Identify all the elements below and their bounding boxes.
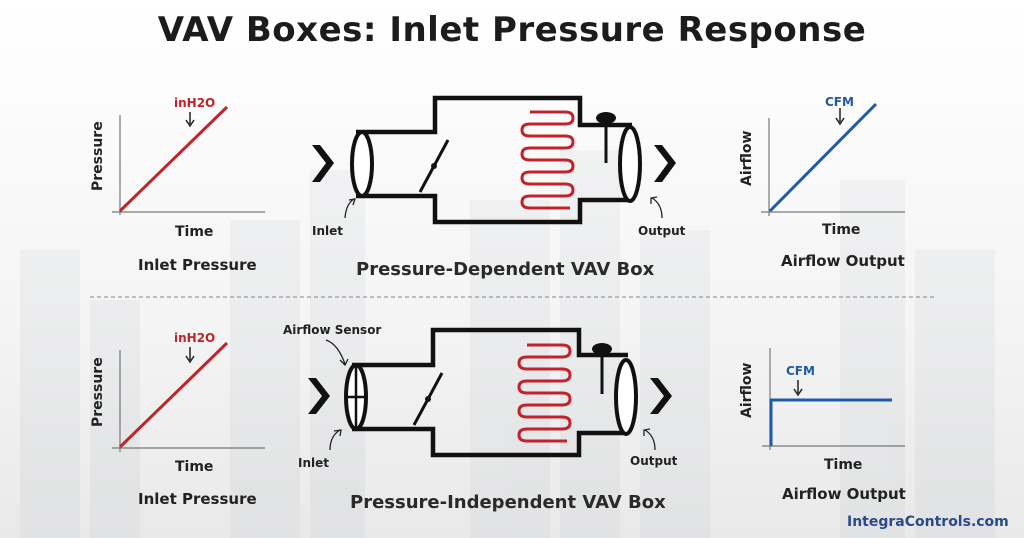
top-pressure-graph bbox=[112, 105, 265, 215]
inlet-pointer-icon bbox=[344, 198, 356, 219]
bottom-airflow-graph bbox=[762, 348, 905, 450]
time-axis-label: Time bbox=[175, 224, 214, 240]
output-label: Output bbox=[630, 454, 678, 468]
airflow-sensor-label: Airflow Sensor bbox=[283, 323, 382, 337]
outlet-collar bbox=[618, 125, 642, 203]
airflow-unit-label: CFM bbox=[825, 95, 854, 109]
arrow-down-icon bbox=[835, 108, 845, 126]
sensor-pointer-icon bbox=[325, 339, 349, 367]
output-pointer-icon bbox=[643, 428, 656, 451]
pressure-unit-label: inH2O bbox=[174, 331, 216, 345]
airflow-unit-label: CFM bbox=[786, 364, 815, 378]
actuator-icon bbox=[592, 343, 612, 355]
bottom-vav-box bbox=[308, 327, 672, 458]
airflow-axis-label: Airflow bbox=[739, 130, 755, 186]
brand-link[interactable]: IntegraControls.com bbox=[847, 514, 1009, 530]
outlet-chevron-icon bbox=[650, 378, 672, 414]
time-axis-label: Time bbox=[822, 222, 861, 238]
duct-body bbox=[352, 327, 628, 458]
pressure-independent-caption: Pressure-Independent VAV Box bbox=[350, 492, 666, 513]
time-axis-label: Time bbox=[175, 459, 214, 475]
pressure-line bbox=[118, 105, 229, 213]
airflow-output-caption: Airflow Output bbox=[782, 485, 906, 503]
airflow-line bbox=[769, 398, 892, 446]
arrow-down-icon bbox=[185, 112, 195, 128]
time-axis-label: Time bbox=[824, 457, 863, 473]
inlet-label: Inlet bbox=[298, 456, 329, 470]
arrow-down-icon bbox=[793, 380, 803, 397]
reheat-coil bbox=[517, 343, 572, 443]
arrow-down-icon bbox=[185, 347, 195, 364]
inlet-label: Inlet bbox=[312, 224, 343, 238]
output-pointer-icon bbox=[650, 196, 663, 219]
background-skyline bbox=[20, 150, 995, 538]
inlet-pressure-caption: Inlet Pressure bbox=[138, 490, 257, 508]
inlet-pointer-icon bbox=[329, 429, 342, 451]
inlet-chevron-icon bbox=[312, 145, 334, 182]
bottom-pressure-graph bbox=[112, 341, 265, 452]
page-title: VAV Boxes: Inlet Pressure Response bbox=[157, 10, 867, 50]
airflow-line bbox=[768, 102, 878, 213]
duct-body bbox=[356, 95, 632, 225]
pressure-dependent-caption: Pressure-Dependent VAV Box bbox=[356, 259, 655, 280]
output-label: Output bbox=[638, 224, 686, 238]
actuator-icon bbox=[596, 112, 616, 124]
inlet-pressure-caption: Inlet Pressure bbox=[138, 256, 257, 274]
outlet-collar bbox=[614, 358, 638, 436]
inlet-collar bbox=[350, 130, 374, 198]
pressure-axis-label: Pressure bbox=[90, 357, 106, 427]
top-airflow-graph bbox=[761, 102, 905, 216]
top-vav-box bbox=[312, 95, 676, 225]
airflow-axis-label: Airflow bbox=[739, 362, 755, 418]
pressure-line bbox=[118, 341, 229, 449]
inlet-chevron-icon bbox=[308, 378, 330, 414]
pressure-axis-label: Pressure bbox=[90, 121, 106, 191]
outlet-chevron-icon bbox=[654, 145, 676, 182]
pressure-unit-label: inH2O bbox=[174, 96, 216, 110]
reheat-coil bbox=[520, 110, 575, 210]
airflow-output-caption: Airflow Output bbox=[781, 252, 905, 270]
